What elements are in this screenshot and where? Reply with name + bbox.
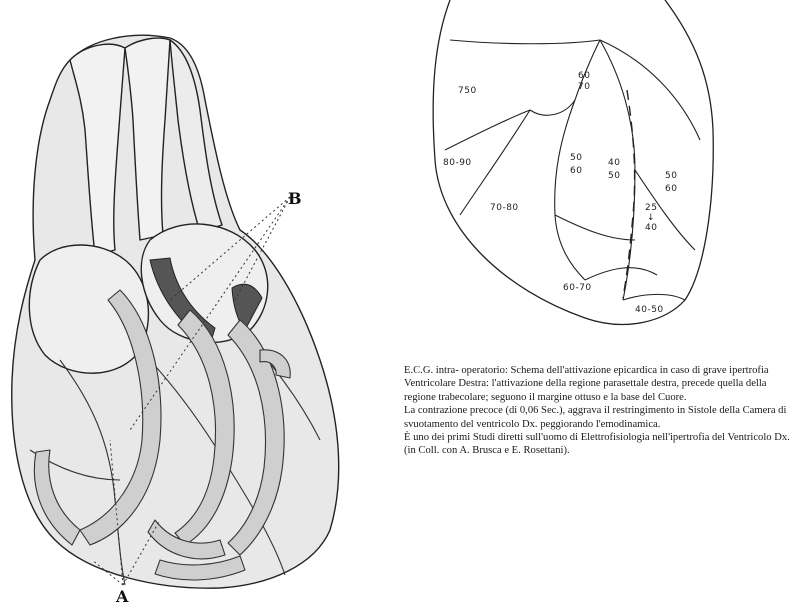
- zone-label-60-70-b: 60-70: [563, 283, 592, 293]
- zone-label-80-90: 80-90: [443, 158, 472, 168]
- zone-label-60: 60: [578, 71, 590, 81]
- marker-b-label: B: [288, 189, 302, 208]
- zone-label-70-80: 70-80: [490, 203, 519, 213]
- caption-paragraph-2: La contrazione precoce (di 0,06 Sec.), a…: [404, 404, 794, 431]
- zone-label-40-50-b: 40-50: [635, 305, 664, 315]
- figure-caption: E.C.G. intra- operatorio: Schema dell'at…: [404, 364, 794, 458]
- caption-paragraph-3: È uno dei primi Studi diretti sull'uomo …: [404, 431, 794, 458]
- caption-paragraph-1: E.C.G. intra- operatorio: Schema dell'at…: [404, 364, 794, 404]
- zone-label-750: 750: [458, 86, 477, 96]
- marker-a-label: A: [115, 587, 129, 606]
- zone-label-70: 70: [578, 82, 590, 92]
- heart-illustration: B A: [0, 0, 395, 607]
